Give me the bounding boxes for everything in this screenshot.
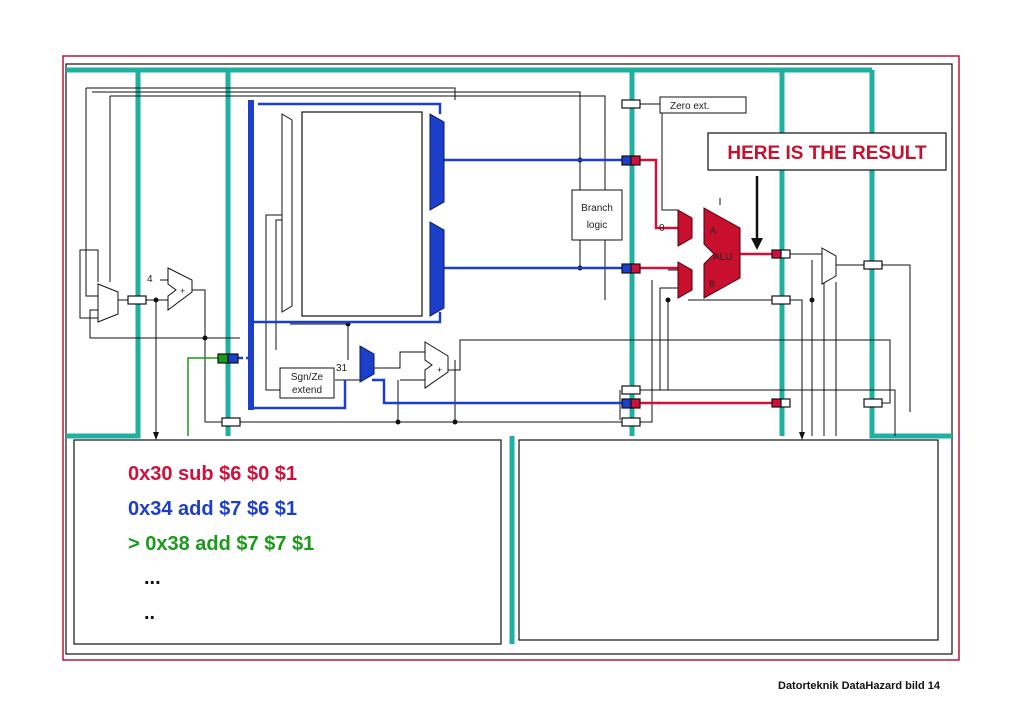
branch-logic-box [571,189,623,241]
instruction-line-3: > 0x38 add $7 $7 $1 [128,533,315,555]
inner-frame [65,63,953,655]
writeback-mux [821,247,837,285]
read-port-a-mux [429,113,445,211]
alu-a-mux [677,209,693,247]
branch-label-line2: logic [587,220,608,231]
branch-label-line1: Branch [581,203,613,214]
instruction-ellipsis-2: .. [144,602,156,624]
alu-b-mux [677,261,693,299]
callout-arrowhead [751,238,763,250]
pipeline-registers [127,99,883,427]
outer-frame [62,55,960,661]
zero-ext-box [659,96,747,114]
blue-wires [238,102,622,410]
shift-mux [359,345,375,383]
red-wires [640,158,772,405]
alu-b-label: B [709,279,715,289]
down-arrow-left [153,432,159,440]
right-panel [518,439,939,641]
instruction-line-1: 0x30 sub $6 $0 $1 [128,463,298,485]
instruction-ellipsis-1: ... [144,567,161,589]
instruction-panel [73,439,502,645]
pc-adder-plus: + [180,286,185,296]
branch-adder [424,341,449,389]
const-31-label: 31 [336,363,348,374]
zero-ext-label: Zero ext. [670,101,709,112]
pc-mux [97,283,119,323]
register-file [301,111,423,317]
sgnze-label-line1: Sgn/Ze [291,372,324,383]
branch-adder-plus: + [437,365,442,375]
instruction-line-2: 0x34 add $7 $6 $1 [128,498,298,520]
pipeline-stage-lines [66,67,952,644]
register-input-mux [281,113,293,313]
slide-footer: Datorteknik DataHazard bild 14 [778,680,940,692]
alu [703,207,741,299]
result-callout-text: HERE IS THE RESULT [727,143,927,164]
alu-a-label: A [710,226,716,236]
mux-zero-label: 0 [659,223,665,234]
sgnze-label-line2: extend [292,385,322,396]
read-port-b-mux [429,221,445,317]
down-arrow-right [799,432,805,440]
green-wires [187,357,218,436]
pc-adder [167,267,193,311]
result-callout-box [707,132,947,171]
const-4-label: 4 [147,274,153,285]
register-bus-bar [248,100,254,410]
sgnze-extend-box [279,367,335,399]
alu-label: ALU [713,252,732,263]
